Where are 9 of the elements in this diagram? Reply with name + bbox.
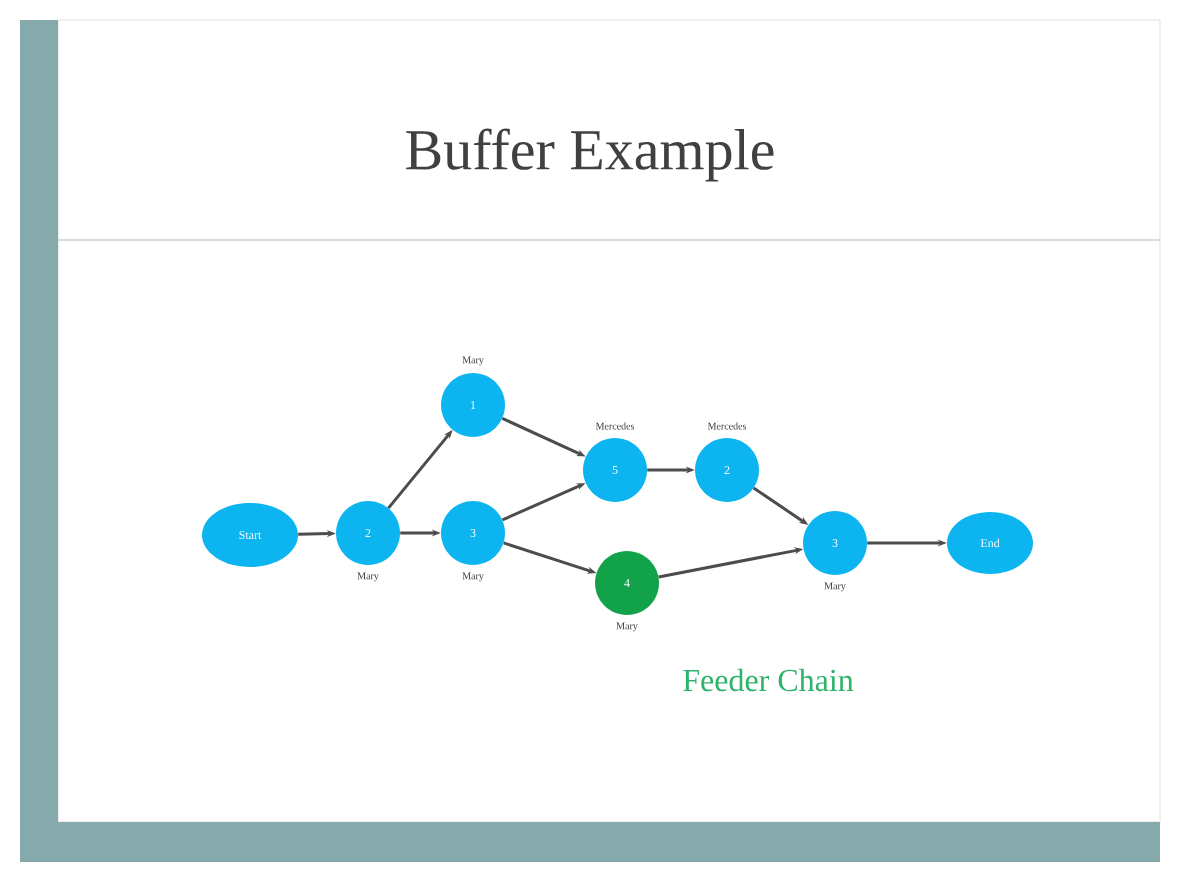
resource-label: Mary bbox=[616, 622, 638, 632]
resource-label: Mary bbox=[824, 582, 846, 592]
chain-label: Feeder Chain bbox=[683, 668, 854, 692]
resource-label: Mercedes bbox=[595, 422, 635, 430]
resource-label: Mary bbox=[357, 572, 379, 582]
slide-title: Buffer Example bbox=[406, 128, 774, 182]
resource-label: Mary bbox=[462, 572, 484, 582]
resource-label: Mary bbox=[462, 356, 484, 366]
resource-label: Mercedes bbox=[707, 422, 747, 430]
